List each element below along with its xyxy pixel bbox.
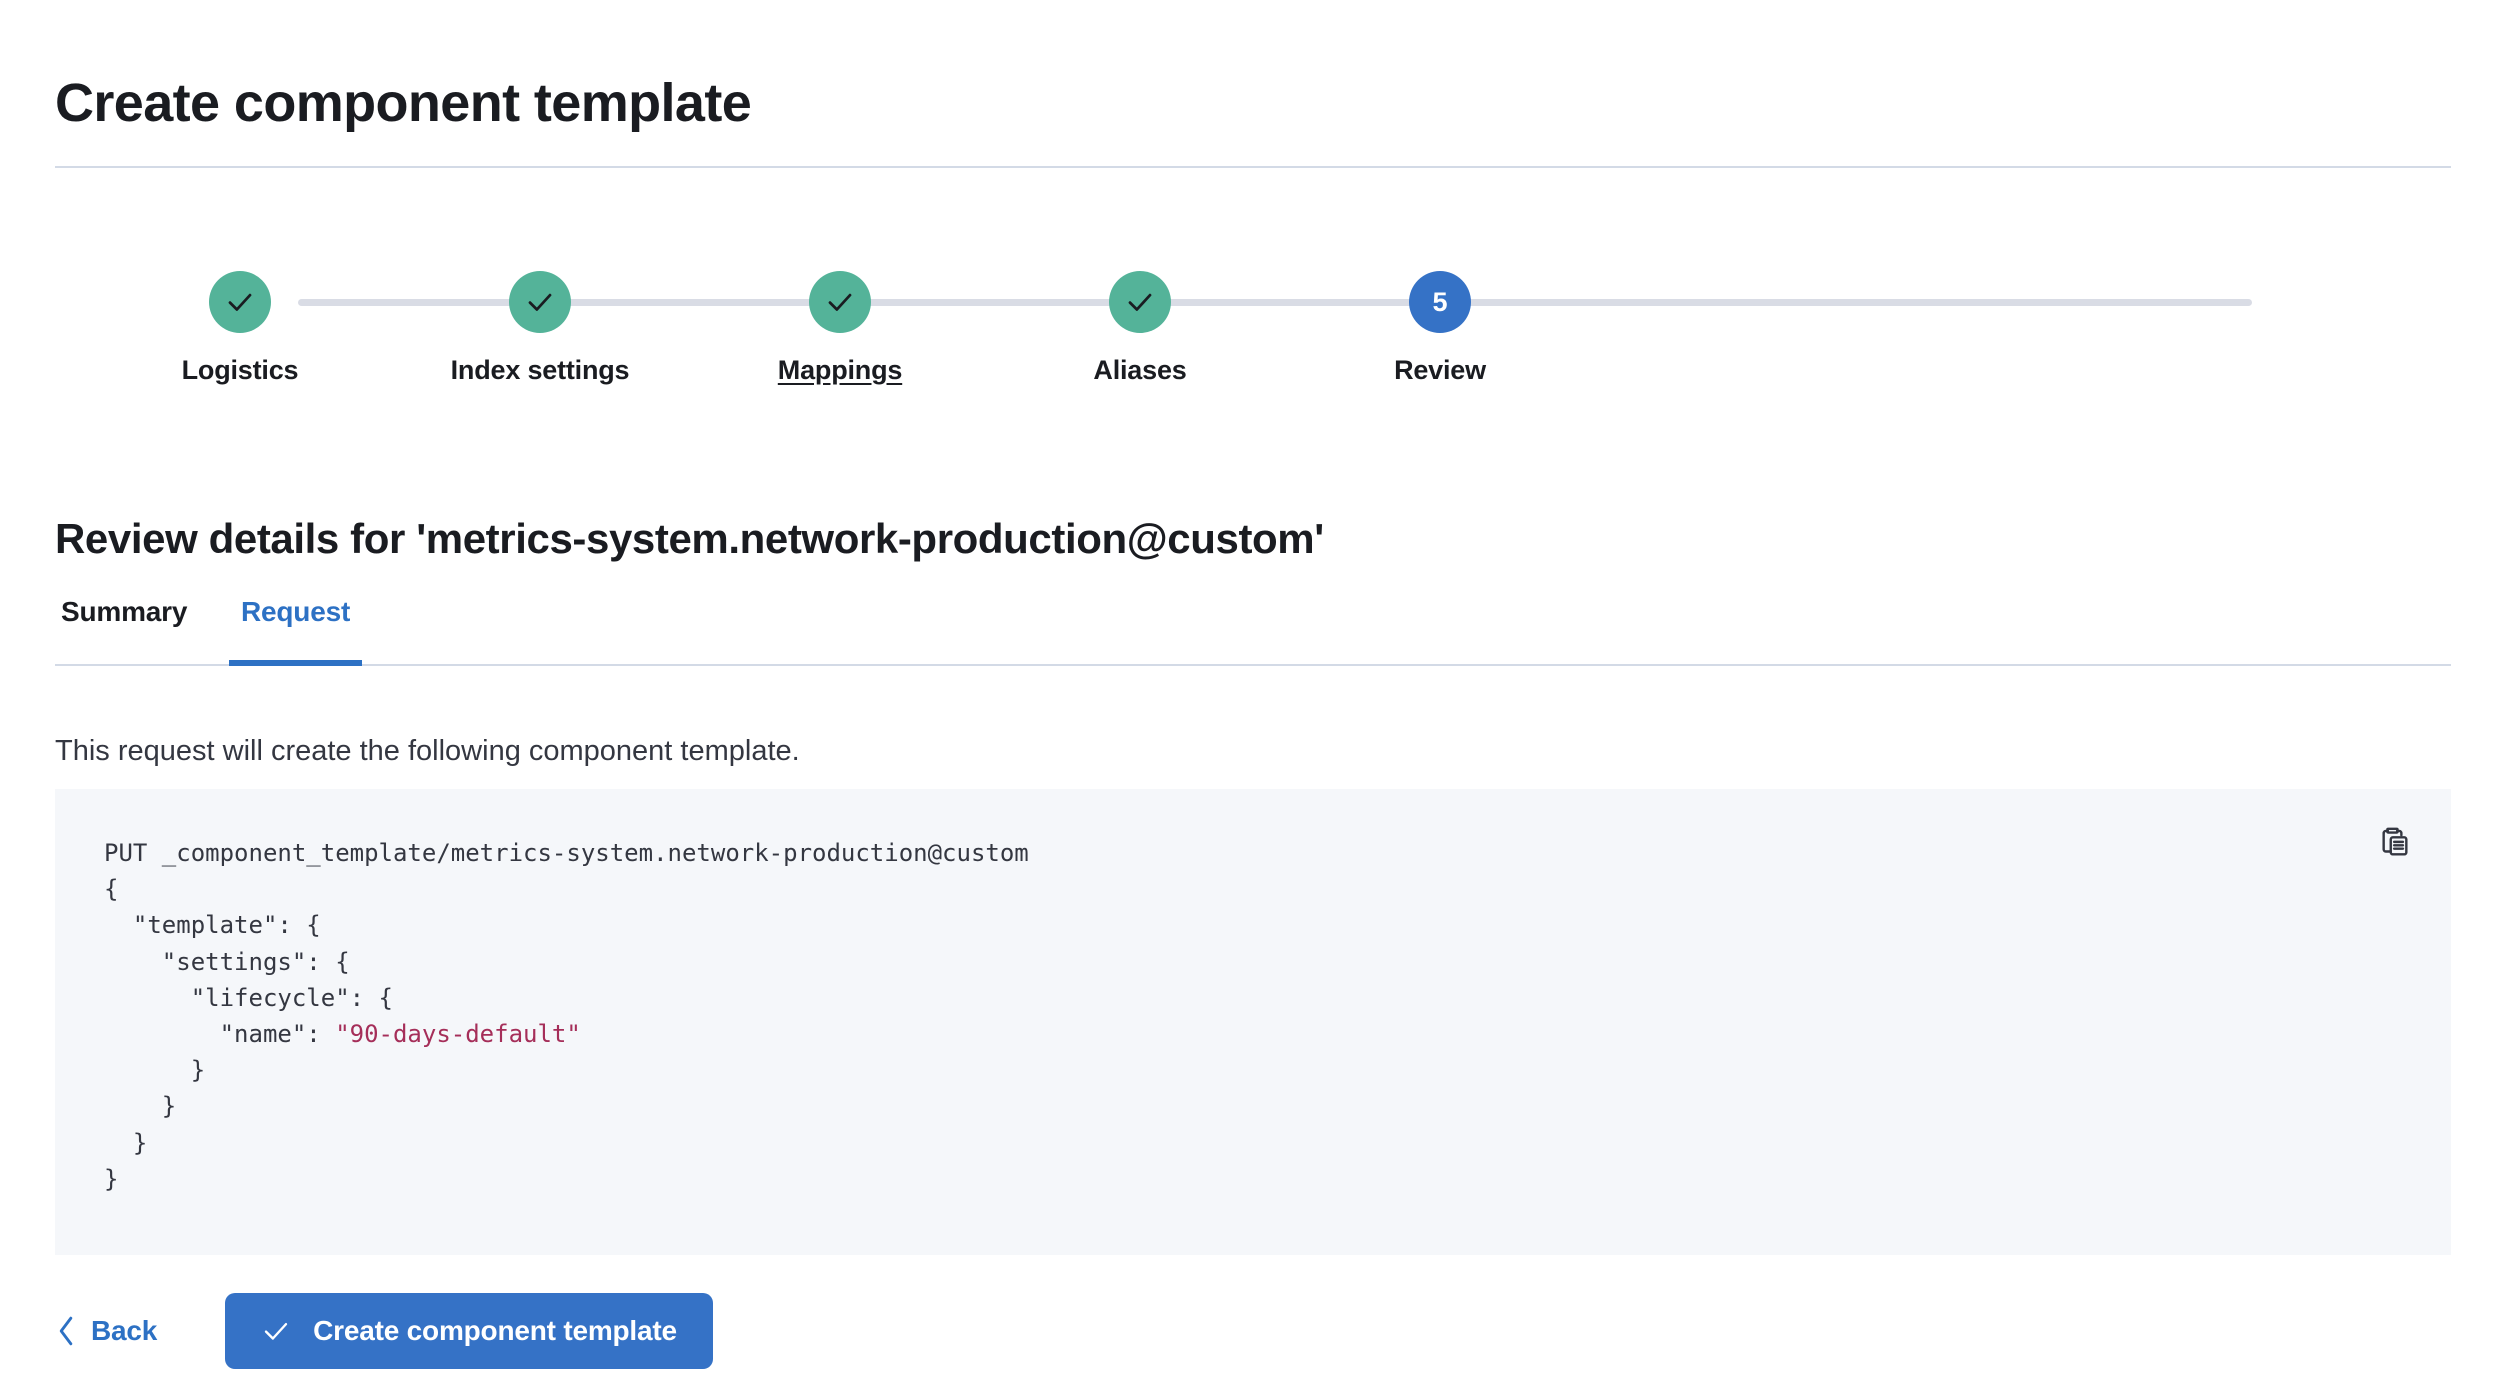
review-heading: Review details for 'metrics-system.netwo… [55, 514, 1324, 562]
request-line: "lifecycle": { [104, 983, 393, 1012]
request-line: } [104, 1128, 148, 1157]
request-line: } [104, 1092, 177, 1121]
stepper-step-mappings[interactable]: Mappings [690, 255, 990, 386]
tab-summary[interactable]: Summary [55, 594, 193, 666]
request-method-line: PUT _component_template/metrics-system.n… [104, 839, 1029, 867]
header-divider [55, 166, 2451, 168]
stepper-step-index-settings[interactable]: Index settings [390, 255, 690, 386]
stepper-step-label: Aliases [1093, 355, 1187, 385]
request-line: } [104, 1056, 206, 1085]
wizard-footer-actions: Back Create component template [55, 1293, 713, 1369]
chevron-left-icon [59, 1316, 73, 1346]
request-code-block: PUT _component_template/metrics-system.n… [55, 789, 2451, 1255]
step-status-circle-done [809, 271, 871, 333]
request-line: } [104, 1164, 119, 1193]
stepper-step-label: Review [1394, 355, 1486, 385]
stepper-step-label: Index settings [450, 355, 630, 385]
request-line: { [104, 875, 119, 904]
back-button[interactable]: Back [55, 1315, 157, 1347]
request-lifecycle-name-value: "90-days-default" [335, 1020, 581, 1049]
stepper-step-aliases[interactable]: Aliases [990, 255, 1290, 386]
check-icon [828, 293, 852, 311]
tabs-divider [55, 664, 2451, 666]
review-tabs: Summary Request [55, 594, 2451, 666]
step-status-circle-done [509, 271, 571, 333]
check-icon [228, 293, 252, 311]
request-description: This request will create the following c… [55, 735, 800, 767]
request-code-text: PUT _component_template/metrics-system.n… [104, 835, 1029, 1197]
stepper-step-review[interactable]: 5 Review [1290, 255, 1590, 386]
tab-request[interactable]: Request [228, 594, 363, 666]
request-line: "settings": { [104, 947, 350, 976]
create-component-template-button[interactable]: Create component template [225, 1293, 713, 1369]
create-button-label: Create component template [313, 1315, 677, 1346]
check-icon [1128, 293, 1152, 311]
request-line: "name": [104, 1020, 336, 1049]
step-number: 5 [1432, 286, 1448, 317]
step-status-circle-done [209, 271, 271, 333]
stepper-step-label: Logistics [181, 355, 299, 385]
stepper-step-label[interactable]: Mappings [777, 355, 903, 385]
wizard-stepper: Logistics Index settings Mappings [55, 255, 2451, 385]
stepper-step-logistics[interactable]: Logistics [90, 255, 390, 386]
copy-clipboard-icon [2382, 827, 2408, 856]
check-icon [528, 293, 552, 311]
check-icon [264, 1322, 288, 1340]
stepper-connector-line [298, 299, 2252, 306]
copy-request-button[interactable] [2371, 819, 2419, 867]
back-button-label: Back [91, 1315, 158, 1346]
request-line: "template": { [104, 911, 321, 940]
step-status-circle-done [1109, 271, 1171, 333]
step-status-circle-current: 5 [1409, 271, 1471, 333]
page-title: Create component template [55, 73, 752, 134]
